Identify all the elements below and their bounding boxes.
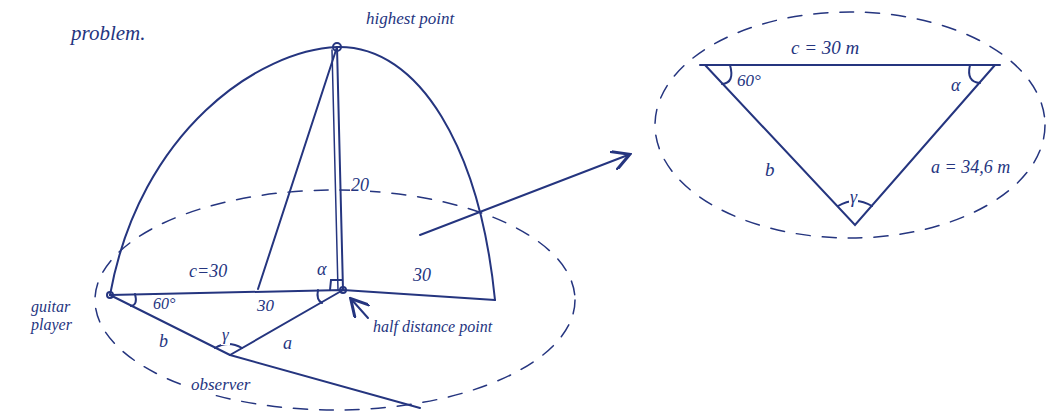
side-label: a [282,334,293,354]
heading: problem. [70,22,146,45]
point-label: guitar player [30,298,92,333]
angle-label: 60° [736,72,762,91]
point-label: observer [190,376,251,395]
angle-label: 30 [256,297,275,316]
dimension: a = 34,6 m [930,158,1011,178]
angle-label: α [950,76,961,96]
dimension: c = 30 m [790,38,860,59]
side-label: b [764,160,776,181]
angle-label: 60° [152,295,176,313]
dimension: c=30 [188,262,228,282]
side-label: b [158,332,169,352]
point-label: half distance point [372,318,493,336]
angle-label: γ [221,326,230,345]
angle-label: α [316,260,327,280]
angle-label: γ [849,188,858,208]
dimension: 30 [412,266,432,286]
point-label: highest point [365,10,455,29]
dimension: 20 [350,176,370,196]
